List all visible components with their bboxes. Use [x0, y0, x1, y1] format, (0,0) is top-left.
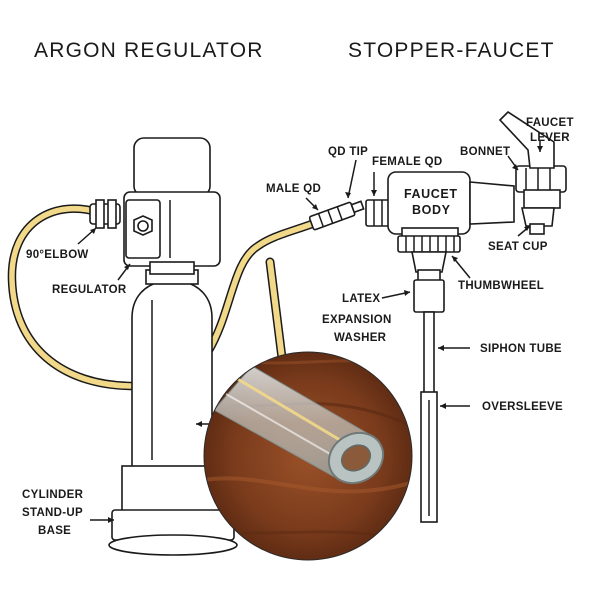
label-latex-line2: EXPANSION [322, 314, 392, 326]
label-base-line1: CYLINDER [22, 489, 84, 501]
label-bonnet: BONNET [460, 146, 510, 158]
label-faucet-body-line2: BODY [412, 203, 451, 217]
label-90-elbow: 90°ELBOW [26, 249, 89, 261]
argon-cylinder [131, 269, 213, 471]
siphon-tube [423, 311, 435, 395]
male-qd-fitting [308, 200, 365, 231]
elbow-fitting [89, 199, 121, 229]
cylinder-stand-up-base [108, 465, 238, 556]
title-argon-regulator: ARGON REGULATOR [34, 39, 264, 62]
faucet-body [387, 171, 515, 239]
stopper-stem [411, 251, 447, 283]
label-base-line2: STAND-UP [22, 507, 83, 519]
thumbwheel [397, 235, 461, 253]
latex-expansion-washer [413, 279, 445, 313]
female-qd-fitting [365, 199, 391, 227]
label-faucet-lever-line1: FAUCET [526, 117, 574, 129]
regulator-body [123, 137, 221, 275]
hose-cross-section-inset [203, 257, 413, 561]
label-regulator: REGULATOR [52, 284, 127, 296]
hose-left [7, 204, 135, 391]
label-base-line3: BASE [38, 525, 71, 537]
faucet-bonnet [515, 165, 567, 209]
label-thumbwheel: THUMBWHEEL [458, 280, 544, 292]
label-faucet-body-line1: FAUCET [404, 187, 458, 201]
label-siphon-tube: SIPHON TUBE [480, 343, 562, 355]
label-latex-line1: LATEX [342, 293, 380, 305]
label-faucet-lever-line2: LEVER [530, 132, 570, 144]
label-seat-cup: SEAT CUP [488, 241, 548, 253]
label-male-qd: MALE QD [266, 183, 321, 195]
hose-right [204, 220, 314, 355]
faucet-lever [498, 110, 555, 169]
title-stopper-faucet: STOPPER-FAUCET [348, 39, 555, 62]
label-female-qd: FEMALE QD [372, 156, 442, 168]
seat-cup [521, 207, 555, 235]
label-latex-line3: WASHER [334, 332, 387, 344]
label-oversleeve: OVERSLEEVE [482, 401, 563, 413]
oversleeve [420, 391, 438, 523]
label-qd-tip: QD TIP [328, 146, 368, 158]
